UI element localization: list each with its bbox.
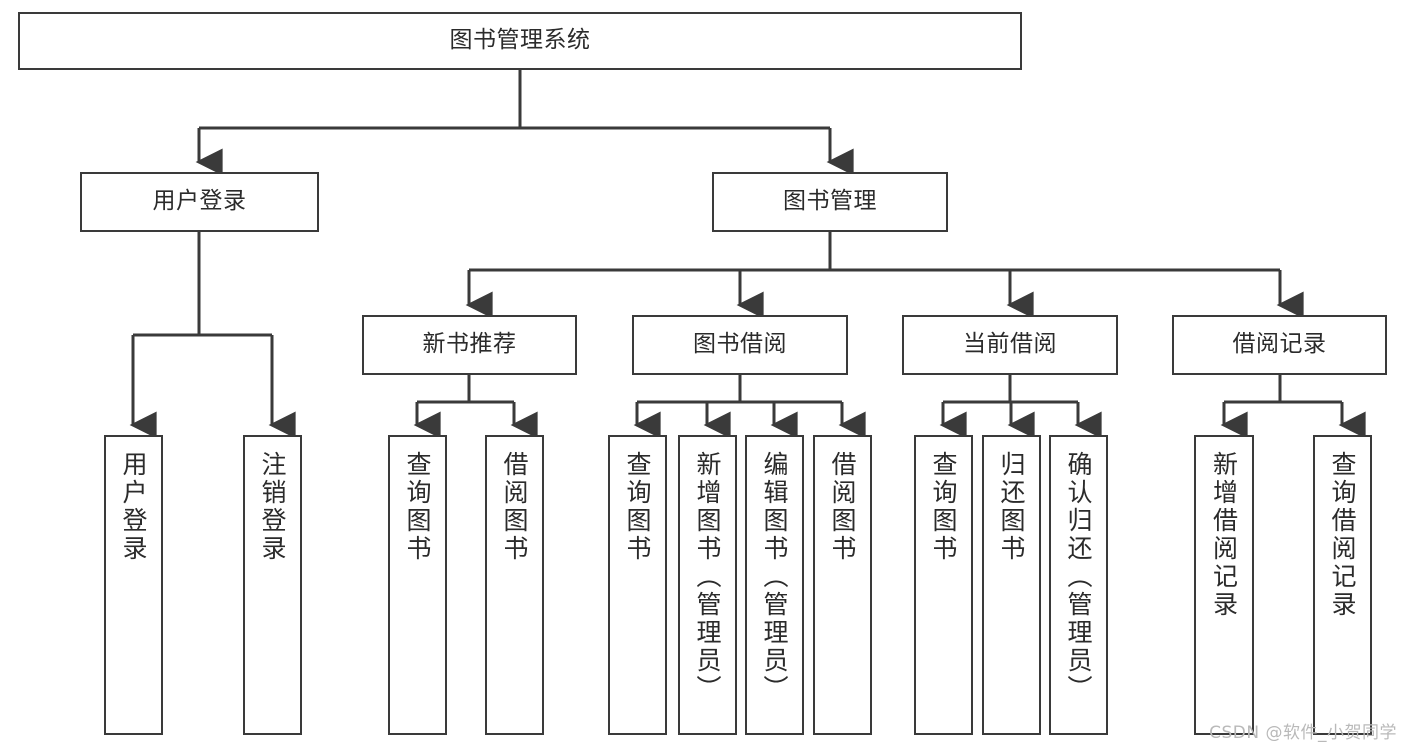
node-leaf-query-book-2[interactable]: 查询图书 — [608, 435, 667, 735]
node-label: 查询图书 — [623, 451, 652, 563]
node-label: 用户登录 — [152, 188, 247, 215]
node-book-management[interactable]: 图书管理 — [712, 172, 948, 232]
node-label: 新增借阅记录 — [1209, 451, 1239, 619]
node-leaf-user-logout[interactable]: 注销登录 — [243, 435, 302, 735]
node-borrow-record[interactable]: 借阅记录 — [1172, 315, 1387, 375]
node-label: 查询图书 — [403, 451, 432, 563]
csdn-watermark: CSDN @软件_小贺同学 — [1209, 723, 1397, 743]
node-label: 新书推荐 — [422, 331, 517, 358]
node-book-borrow[interactable]: 图书借阅 — [632, 315, 848, 375]
node-label: 借阅图书 — [500, 451, 529, 563]
node-user-login[interactable]: 用户登录 — [80, 172, 319, 232]
node-new-book-recommend[interactable]: 新书推荐 — [362, 315, 577, 375]
node-label: 当前借阅 — [963, 331, 1057, 358]
node-label: 确认归还（管理员） — [1064, 451, 1093, 703]
node-label: 查询借阅记录 — [1328, 451, 1357, 619]
node-leaf-return-book[interactable]: 归还图书 — [982, 435, 1041, 735]
node-leaf-query-book-1[interactable]: 查询图书 — [388, 435, 447, 735]
node-label: 用户登录 — [119, 451, 148, 563]
node-leaf-confirm-return[interactable]: 确认归还（管理员） — [1049, 435, 1108, 735]
node-label: 注销登录 — [258, 451, 287, 563]
node-label: 查询图书 — [929, 451, 958, 563]
node-label: 新增图书（管理员） — [693, 451, 722, 703]
node-leaf-edit-book[interactable]: 编辑图书（管理员） — [745, 435, 804, 735]
node-leaf-user-login[interactable]: 用户登录 — [104, 435, 163, 735]
node-leaf-borrow-book-1[interactable]: 借阅图书 — [485, 435, 544, 735]
node-label: 借阅图书 — [828, 451, 857, 563]
node-book-management-system[interactable]: 图书管理系统 — [18, 12, 1022, 70]
node-leaf-query-record[interactable]: 查询借阅记录 — [1313, 435, 1372, 735]
node-label: 编辑图书（管理员） — [760, 451, 789, 703]
node-label: 借阅记录 — [1232, 331, 1327, 358]
node-leaf-borrow-book-2[interactable]: 借阅图书 — [813, 435, 872, 735]
node-leaf-add-record[interactable]: 新增借阅记录 — [1194, 435, 1254, 735]
node-leaf-query-book-3[interactable]: 查询图书 — [914, 435, 973, 735]
node-current-borrow[interactable]: 当前借阅 — [902, 315, 1118, 375]
node-label: 图书借阅 — [693, 331, 787, 358]
node-label: 归还图书 — [997, 451, 1026, 563]
node-label: 图书管理 — [783, 188, 877, 215]
node-label: 图书管理系统 — [449, 27, 591, 54]
node-leaf-add-book[interactable]: 新增图书（管理员） — [678, 435, 737, 735]
